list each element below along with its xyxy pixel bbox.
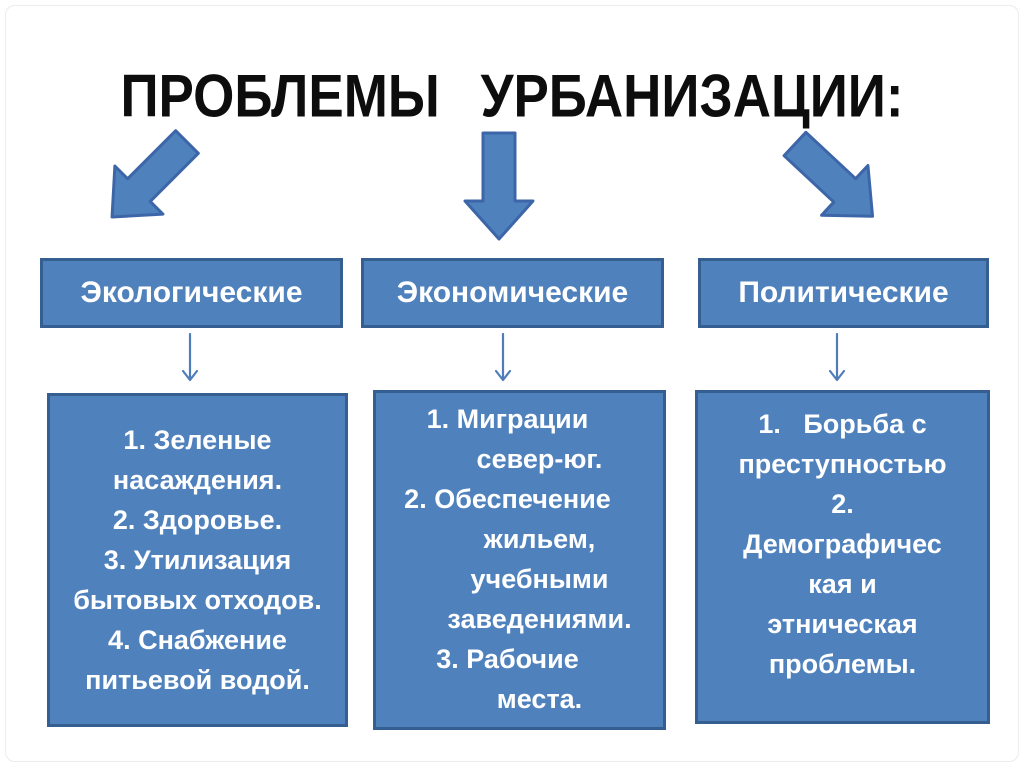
header-label: Политические xyxy=(738,276,949,309)
header-box-economic: Экономические xyxy=(361,258,664,328)
text-line: 2. Здоровье. xyxy=(112,505,283,535)
text-line: Демографичес xyxy=(743,529,942,559)
text-line: заведениями. xyxy=(447,604,632,634)
text-line: 2. Обеспечение xyxy=(404,484,611,514)
content-list: 1. Миграции север-юг. 2. Обеспечение жильем… xyxy=(376,399,663,719)
text-line: насаждения. xyxy=(112,465,283,495)
thin-down-arrow-icon xyxy=(494,332,512,382)
text-line: питьевой водой. xyxy=(85,665,310,695)
text-line: учебными xyxy=(470,564,609,594)
text-line: север-юг. xyxy=(476,444,603,474)
text-line: места. xyxy=(496,684,583,714)
header-box-ecological: Экологические xyxy=(40,258,343,328)
header-box-political: Политические xyxy=(698,258,989,328)
thin-down-arrow-icon xyxy=(181,332,199,382)
text-line: 2. xyxy=(831,489,854,519)
text-line: бытовых отходов. xyxy=(73,585,322,615)
content-box-economic: 1. Миграции север-юг. 2. Обеспечение жильем… xyxy=(373,390,666,730)
text-line: кая и xyxy=(808,569,877,599)
down-left-arrow-icon xyxy=(110,129,200,219)
header-label: Экономические xyxy=(396,276,629,309)
text-line: 1. Зеленые xyxy=(123,425,272,455)
content-box-political: 1. Борьба с преступностью 2. Демографичес ка… xyxy=(695,390,990,724)
down-arrow-icon xyxy=(463,131,535,241)
text-line: 1. Борьба с xyxy=(758,409,927,439)
text-line: проблемы. xyxy=(768,649,917,679)
thin-down-arrow-icon xyxy=(828,332,846,382)
content-box-ecological: 1. Зеленые насаждения. 2. Здоровье. 3. Утил… xyxy=(47,393,348,727)
down-right-arrow-icon xyxy=(782,130,875,218)
slide-title: ПРОБЛЕМЫ УРБАНИЗАЦИИ: xyxy=(120,63,904,131)
text-line: 3. Рабочие xyxy=(436,644,579,674)
text-line: жильем, xyxy=(483,524,596,554)
text-line: 4. Снабжение xyxy=(108,625,287,655)
text-line: 3. Утилизация xyxy=(103,545,292,575)
text-line: этническая xyxy=(767,609,918,639)
content-list: 1. Зеленые насаждения. 2. Здоровье. 3. Утил… xyxy=(50,420,345,700)
text-line: 1. Миграции xyxy=(426,404,589,434)
content-list: 1. Борьба с преступностью 2. Демографичес ка… xyxy=(698,404,987,684)
text-line: преступностью xyxy=(738,449,947,479)
header-label: Экологические xyxy=(80,276,303,309)
